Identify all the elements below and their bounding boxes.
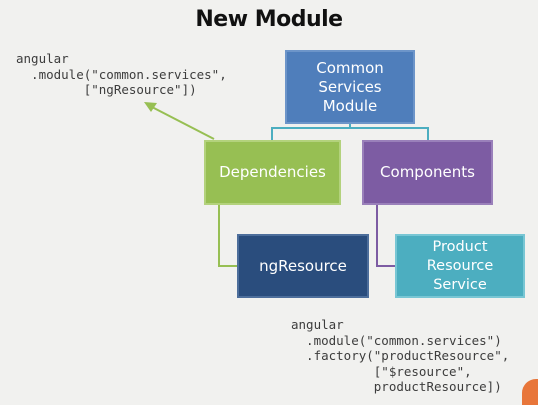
dependencies-box: Dependencies — [204, 140, 341, 205]
module-declaration-code: angular .module("common.services", ["ngR… — [16, 51, 227, 97]
product-resource-service-box: Product Resource Service — [395, 234, 525, 298]
presenter-hand-icon — [522, 379, 538, 405]
ngresource-box: ngResource — [237, 234, 369, 298]
factory-registration-code: angular .module("common.services") .fact… — [291, 317, 510, 394]
connector-components-to-product — [376, 205, 395, 267]
ngresource-label: ngResource — [259, 256, 347, 275]
components-box: Components — [362, 140, 493, 205]
dependencies-label: Dependencies — [219, 163, 326, 181]
product-resource-service-label: Product Resource Service — [426, 238, 494, 293]
connector-dependencies-to-ngresource — [218, 205, 237, 267]
components-label: Components — [380, 163, 475, 181]
common-services-module-box: Common Services Module — [285, 50, 415, 124]
common-services-module-label: Common Services Module — [316, 58, 384, 115]
dependencies-arrowhead-icon — [144, 102, 157, 112]
dependencies-arrow — [149, 105, 215, 140]
connector-common-to-children — [271, 124, 429, 140]
page-title: New Module — [195, 7, 343, 32]
